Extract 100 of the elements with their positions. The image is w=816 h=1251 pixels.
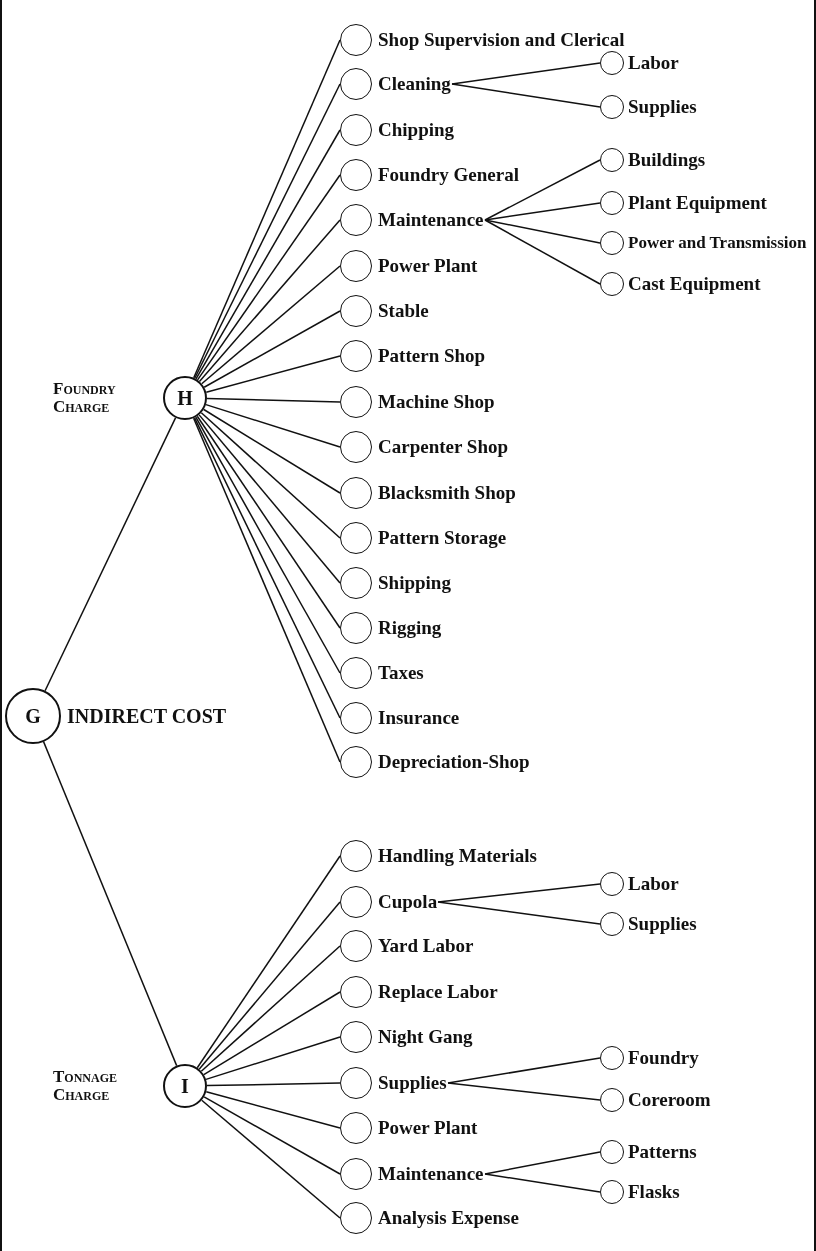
connector-line — [196, 415, 341, 629]
category-label: Maintenance — [378, 1163, 484, 1185]
category-node — [340, 24, 625, 56]
category-label: Cast Equipment — [628, 273, 761, 295]
connector-line — [198, 901, 341, 1070]
category-label: Cupola — [378, 891, 438, 913]
connector-line — [484, 1151, 601, 1175]
category-node — [340, 612, 442, 644]
category-node — [340, 1067, 447, 1099]
connector-line — [484, 159, 601, 221]
category-label: Power Plant — [378, 1117, 478, 1139]
connector-line — [447, 1082, 601, 1101]
category-node — [340, 1112, 478, 1144]
category-node — [340, 1158, 484, 1190]
category-node — [600, 272, 761, 296]
category-node — [340, 522, 507, 554]
category-node — [600, 51, 679, 75]
hub-circle: H — [163, 376, 207, 420]
category-label: Insurance — [378, 707, 460, 729]
category-label: Depreciation-Shop — [378, 751, 530, 773]
category-node — [340, 340, 486, 372]
connector-line — [196, 855, 341, 1069]
connector-line — [484, 202, 601, 221]
category-node — [600, 1046, 699, 1070]
category-node — [340, 68, 451, 100]
connector-line — [451, 62, 601, 85]
connector-line — [205, 1091, 341, 1129]
category-label: Cleaning — [378, 73, 451, 95]
category-node — [340, 702, 460, 734]
connector-line — [200, 412, 341, 539]
category-label: Carpenter Shop — [378, 436, 509, 458]
category-node — [340, 886, 438, 918]
connector-line — [203, 991, 341, 1076]
category-node — [340, 114, 455, 146]
category-label: Chipping — [378, 119, 455, 141]
connector-line — [437, 901, 601, 925]
connector-line — [201, 1099, 341, 1219]
category-label: Handling Materials — [378, 845, 537, 867]
category-node — [340, 567, 451, 599]
category-node — [340, 250, 478, 282]
connector-line — [205, 403, 341, 448]
category-label: Patterns — [628, 1141, 697, 1163]
category-label: Shipping — [378, 572, 451, 594]
category-node — [600, 1180, 680, 1204]
hub-circle: I — [163, 1064, 207, 1108]
category-label: Analysis Expense — [378, 1207, 519, 1229]
connector-line — [198, 414, 341, 584]
category-label: Maintenance — [378, 209, 484, 231]
hub-caption: Foundry Charge — [53, 380, 117, 416]
category-label: Shop Supervision and Clerical — [378, 29, 625, 51]
category-node — [340, 976, 498, 1008]
hub-caption: Tonnage Charge — [53, 1068, 118, 1104]
category-node — [340, 657, 424, 689]
category-label: Supplies — [378, 1072, 447, 1094]
category-label: Buildings — [628, 149, 706, 171]
connector-line — [195, 416, 341, 674]
connector-line — [484, 1173, 601, 1193]
connector-line — [484, 219, 601, 244]
connector-line — [203, 408, 341, 494]
category-node — [600, 1140, 697, 1164]
connector-line — [205, 1036, 341, 1081]
connector-line — [206, 397, 341, 403]
category-node — [600, 95, 697, 119]
category-node — [600, 912, 697, 936]
category-label: Supplies — [628, 913, 697, 935]
connector-line — [195, 129, 341, 380]
connector-line — [200, 945, 341, 1072]
hub-circle: G — [5, 688, 61, 744]
connector-line — [42, 741, 178, 1067]
category-label: Machine Shop — [378, 391, 495, 413]
category-label: Foundry — [628, 1047, 699, 1069]
category-label: Blacksmith Shop — [378, 482, 516, 504]
category-label: Power and Transmission — [628, 235, 808, 251]
category-node — [340, 477, 516, 509]
category-label: Labor — [628, 52, 679, 74]
hub-caption: INDIRECT COST — [67, 705, 227, 727]
category-label: Pattern Storage — [378, 527, 507, 549]
category-node — [600, 1088, 711, 1112]
category-node — [340, 204, 484, 236]
category-node — [340, 1021, 473, 1053]
connector-line — [451, 83, 601, 108]
category-node — [340, 1202, 519, 1234]
category-node — [340, 295, 429, 327]
category-label: Foundry General — [378, 164, 519, 186]
connector-line — [205, 355, 341, 393]
connector-line — [44, 417, 177, 692]
connector-line — [447, 1057, 601, 1084]
connector-line — [203, 310, 341, 388]
category-node — [340, 159, 519, 191]
connector-line — [203, 1096, 341, 1175]
category-node — [600, 148, 706, 172]
category-label: Rigging — [378, 617, 442, 639]
category-label: Power Plant — [378, 255, 478, 277]
connector-line — [206, 1082, 341, 1087]
category-node — [340, 746, 530, 778]
category-label: Supplies — [628, 96, 697, 118]
connector-line — [437, 883, 601, 903]
category-label: Stable — [378, 300, 429, 322]
category-label: Flasks — [628, 1181, 680, 1203]
category-label: Pattern Shop — [378, 345, 486, 367]
